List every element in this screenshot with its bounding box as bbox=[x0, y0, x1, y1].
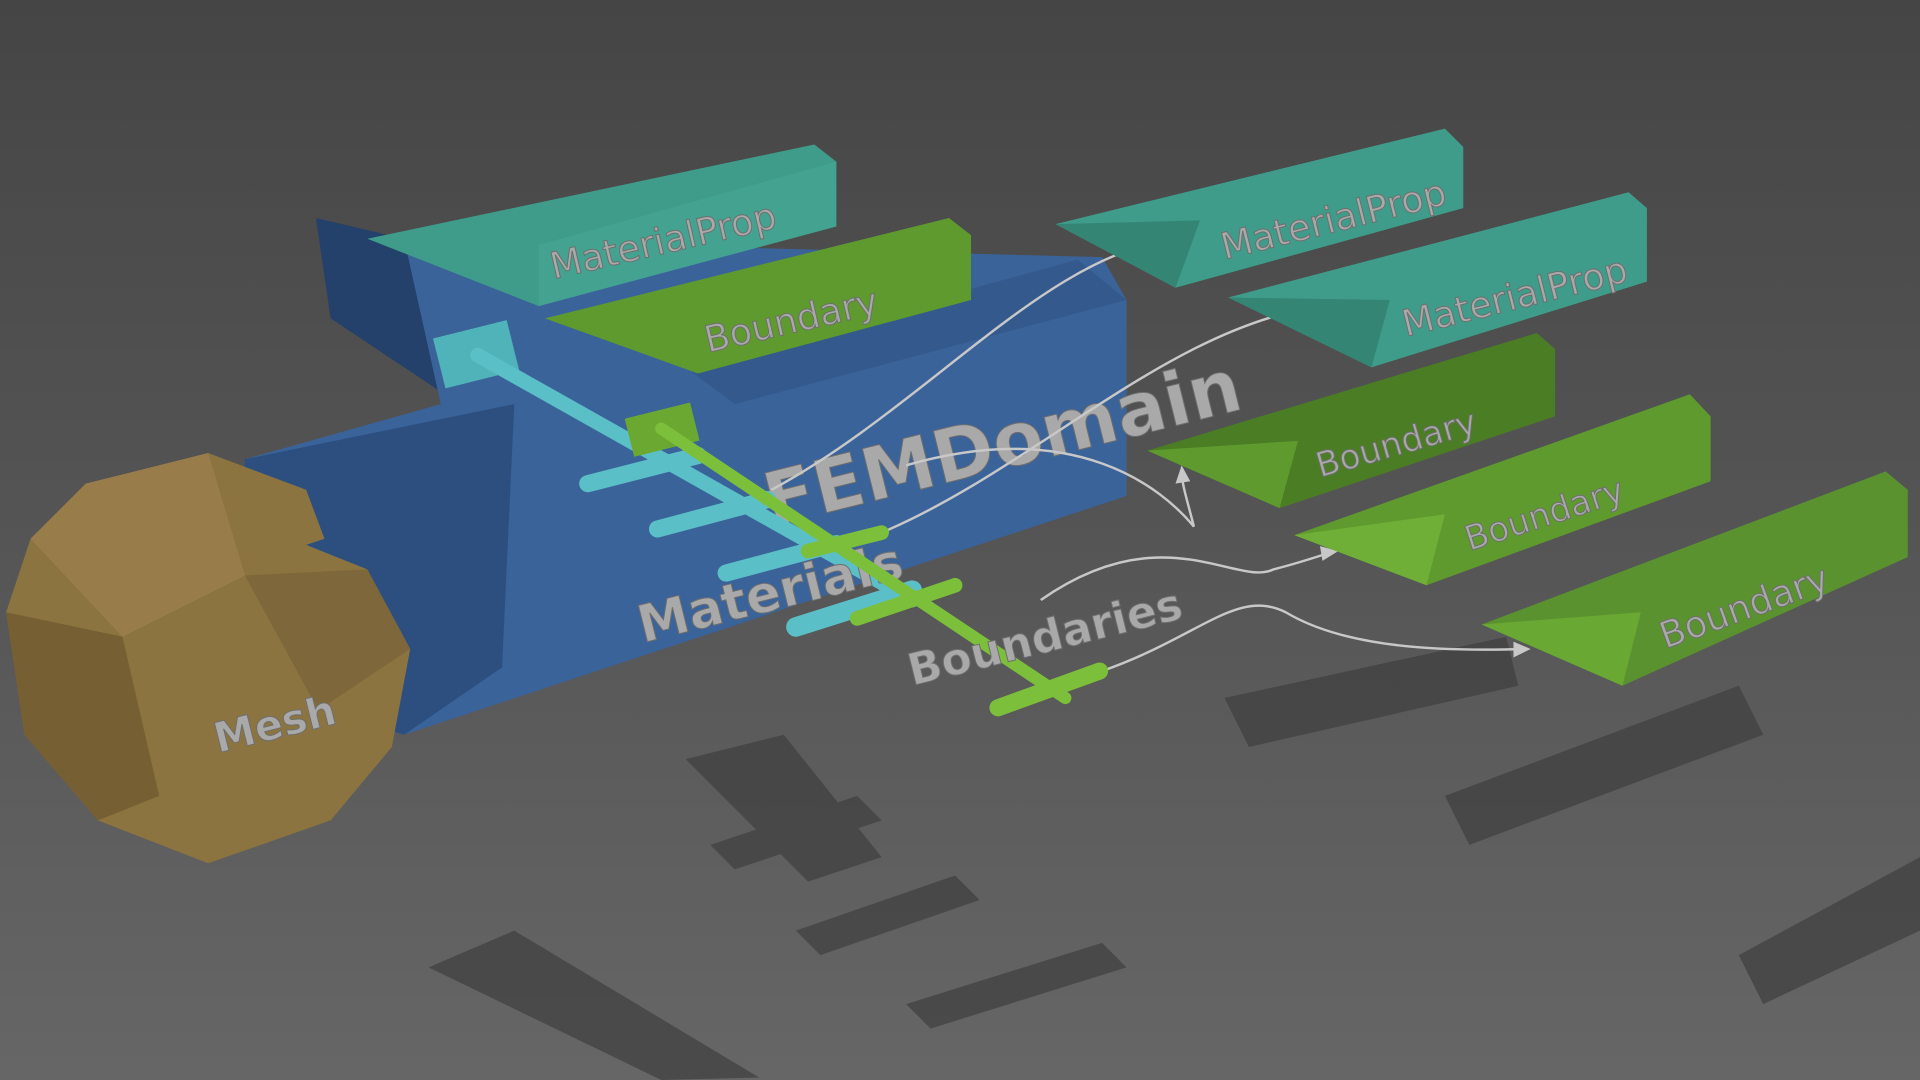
boundary-block-1[interactable]: Boundary bbox=[1147, 333, 1556, 509]
shadows bbox=[428, 636, 1920, 1080]
mesh-sphere[interactable]: Mesh bbox=[6, 453, 411, 864]
